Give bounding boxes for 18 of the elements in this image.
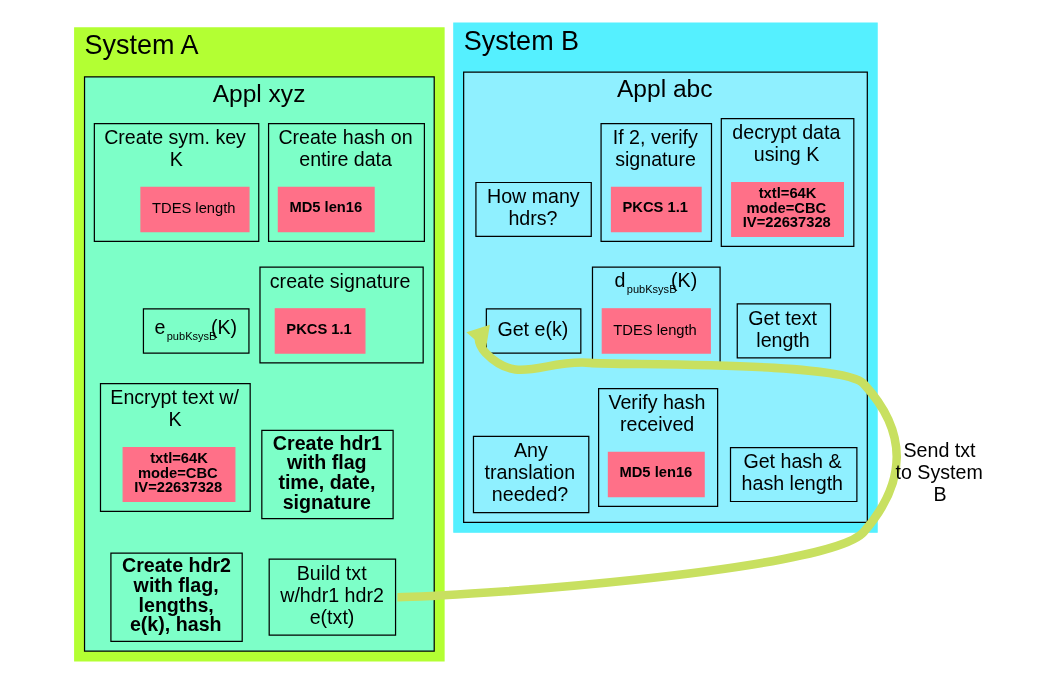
- arrow: [396, 324, 901, 602]
- node-box: Any translation needed?: [472, 435, 589, 514]
- node-box: PKCS 1.1: [610, 186, 702, 233]
- node-box: PKCS 1.1: [274, 308, 365, 354]
- node-box: Build txt w/hdr1 hdr2 e(txt): [268, 558, 396, 636]
- node-box: MD5 len16: [277, 186, 375, 233]
- node-box: txtl=64K mode=CBC IV=22637328: [730, 181, 844, 238]
- node-box: Create hdr1 with flag time, date, signature: [260, 429, 394, 520]
- node-box: Get e(k): [485, 308, 581, 354]
- node-box: Get text length: [736, 303, 831, 359]
- node-box: MD5 len16: [607, 451, 705, 498]
- node-box: e$_{pubKsysB}$(K): [142, 308, 250, 354]
- node-box: Get hash & hash length: [729, 446, 857, 503]
- node-box: TDES length: [601, 308, 711, 354]
- node-box: TDES length: [139, 186, 250, 233]
- node-box: Create hdr2 with flag, lengths, e(k), hash: [109, 552, 243, 642]
- node-box: How many hdrs?: [474, 181, 592, 238]
- node-box: txtl=64K mode=CBC IV=22637328: [122, 446, 235, 503]
